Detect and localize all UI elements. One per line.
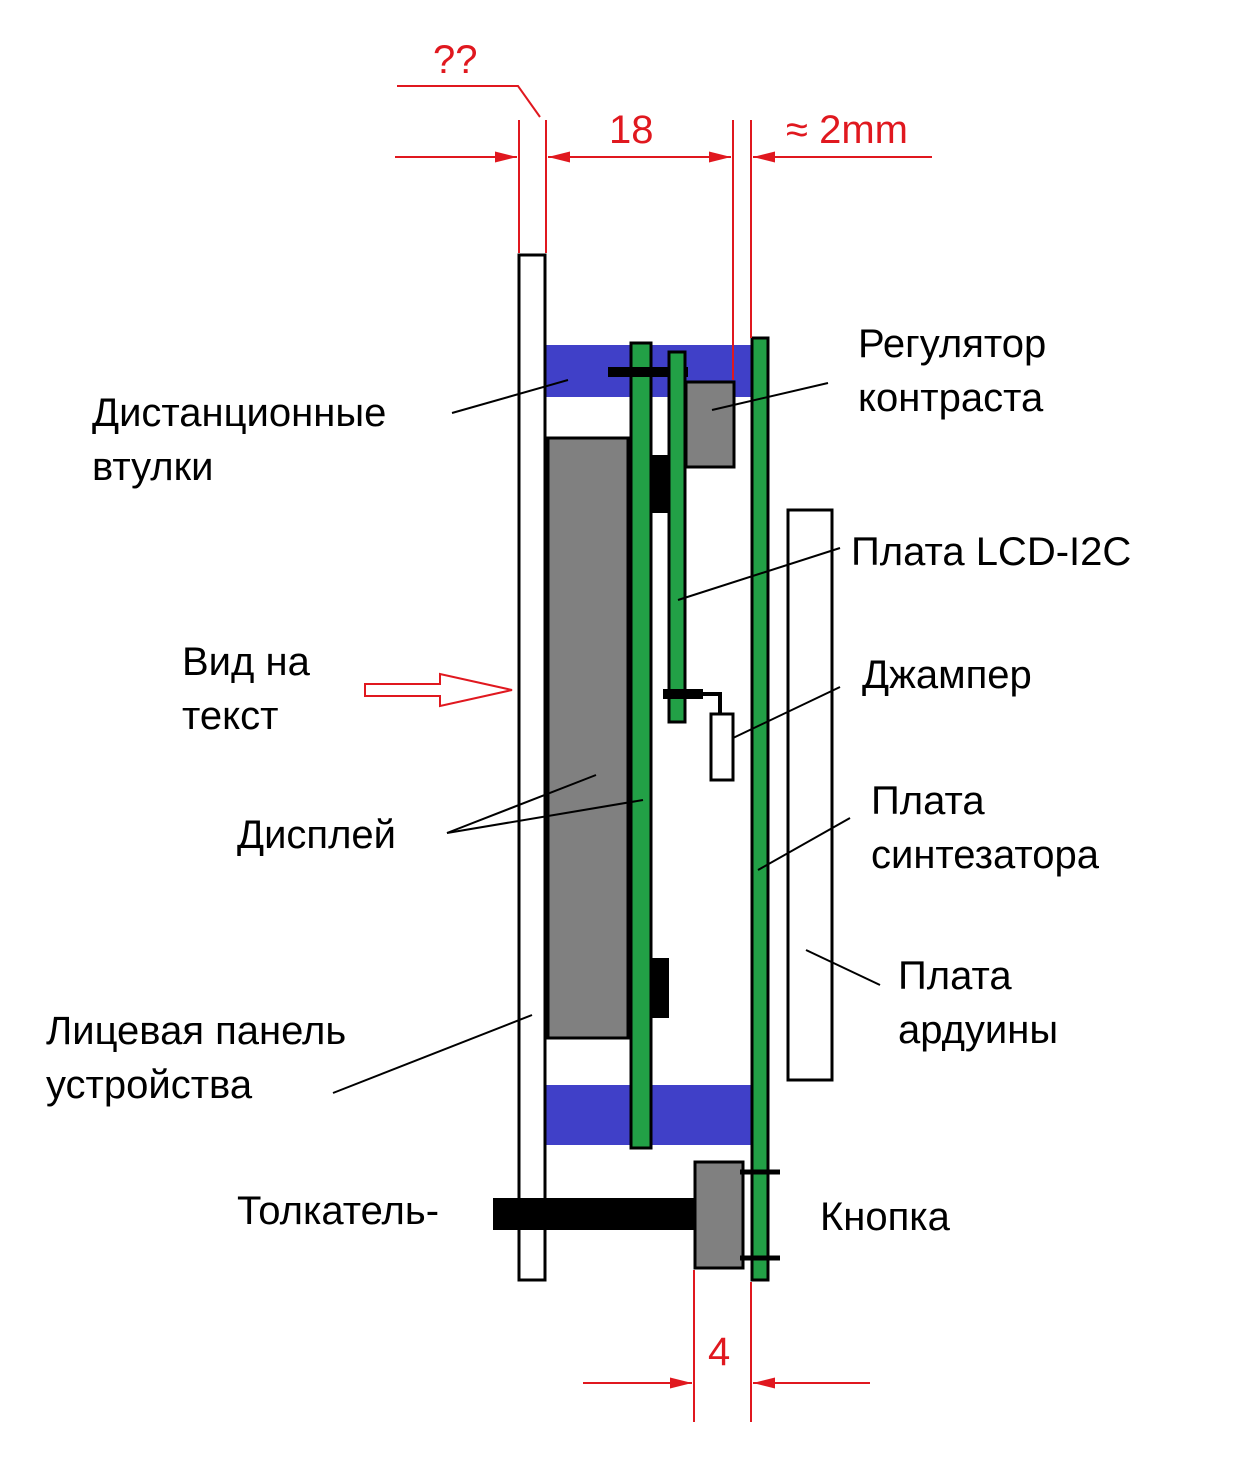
label-contrast: Регулятор контраста [858,317,1046,425]
dimension-lines [395,85,932,1422]
label-arduino-board: Плата ардуины [898,949,1058,1057]
dim-board-gap-label: ≈ 2mm [786,108,908,152]
label-spacers: Дистанционные втулки [92,386,386,494]
label-front-panel-line1: Лицевая панель [46,1009,347,1053]
header-block-bottom [652,958,669,1018]
label-synth-board-line1: Плата [871,779,985,823]
label-contrast-line1: Регулятор [858,322,1047,366]
label-pusher: Толкатель- [237,1189,440,1233]
label-contrast-line2: контраста [858,376,1044,420]
label-view-line2: текст [182,694,279,738]
display-pcb [629,341,653,1150]
dim-button-label: 4 [708,1330,731,1374]
leader-panel [332,1014,533,1094]
leader-contrast [711,382,829,411]
leader-jumper [732,686,841,739]
header-block-top [652,455,669,513]
leader-display-b [446,799,644,834]
label-synth-board: Плата синтезатора [871,774,1099,882]
jumper-pin [663,689,703,699]
dim-gap-label: 18 [609,108,654,152]
pusher [493,1198,695,1230]
display-glass [546,436,630,1040]
label-synth-board-line2: синтезатора [871,833,1099,877]
label-spacers-line1: Дистанционные [92,391,387,435]
leader-lines [332,379,881,1094]
label-view-line1: Вид на [182,640,310,684]
label-front-panel-line2: устройства [46,1063,253,1107]
leader-lcd-board [677,547,841,601]
leader-synth [757,817,851,871]
label-display: Дисплей [237,813,397,857]
label-button: Кнопка [820,1195,950,1239]
front-panel [517,253,547,1282]
jumper-cap [709,712,735,782]
dim-unknown-leader [397,85,541,118]
screw-top [608,367,688,377]
contrast-regulator [684,380,736,469]
synth-pcb [750,336,770,1282]
label-jumper: Джампер [862,653,1032,697]
button-body [693,1160,745,1270]
lcd-i2c-pcb [667,350,687,724]
label-front-panel: Лицевая панель устройства [46,1004,346,1112]
dim-unknown-label: ?? [433,38,478,82]
leader-spacers [451,379,569,414]
label-arduino-board-line1: Плата [898,954,1012,998]
label-view: Вид на текст [182,635,310,743]
leader-display-a [446,774,597,834]
label-spacers-line2: втулки [92,445,214,489]
view-arrow [364,672,513,708]
label-lcd-board: Плата LCD-I2C [851,530,1132,574]
leader-arduino [805,949,881,986]
arduino-board [786,508,834,1082]
label-arduino-board-line2: ардуины [898,1008,1059,1052]
jumper-wire [699,692,722,714]
